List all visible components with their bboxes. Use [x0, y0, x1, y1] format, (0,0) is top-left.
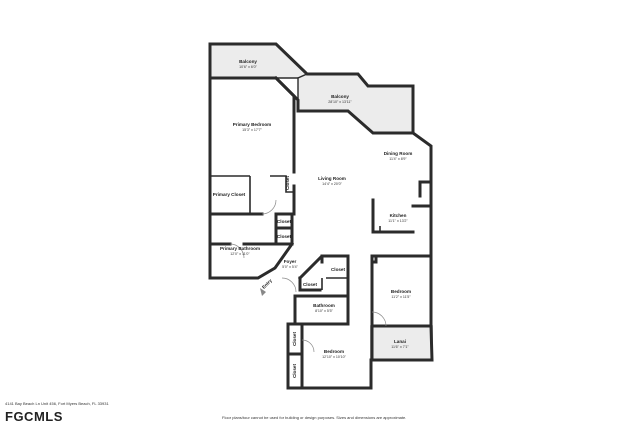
closet-label: Closet [331, 267, 346, 272]
foyer-name: Foyer [284, 259, 297, 264]
kitchen-walls [371, 180, 433, 234]
closet-label: Closet [285, 176, 290, 191]
center-walls [297, 254, 433, 328]
disclaimer-text: Floor plans/tour cannot be used for buil… [222, 415, 407, 420]
door-swing [371, 311, 387, 327]
door-swing [229, 243, 245, 259]
bedroom-bottom-name: Bedroom [324, 349, 344, 354]
balcony-top-name: Balcony [239, 59, 257, 64]
bedroom-bottom-dims: 12'10" x 10'10" [322, 355, 346, 359]
bathroom-walls [293, 294, 350, 326]
primary-closet-name: Primary Closet [213, 192, 246, 197]
entry-label: Entry [261, 278, 273, 290]
kitchen-dims: 11'1" x 13'2" [388, 219, 408, 223]
door-swing [281, 277, 297, 293]
right-bedroom-walls [370, 324, 433, 362]
closet-label: Closet [303, 282, 318, 287]
balcony-right-dims: 28'10" x 13'11" [328, 100, 352, 104]
brand-logo: FGCMLS [5, 409, 63, 424]
primary-closet-walls [210, 175, 294, 214]
dining-room-dims: 11'4" x 8'9" [389, 157, 407, 161]
dining-room-name: Dining Room [384, 151, 413, 156]
lanai-name: Lanai [394, 339, 406, 344]
primary-bathroom-dims: 12'0" x 11'0" [230, 252, 250, 256]
balcony-right-name: Balcony [331, 94, 349, 99]
lanai-dims: 11'6" x 7'1" [391, 345, 409, 349]
balcony-top-dims: 10'6" x 6'0" [239, 65, 257, 69]
primary-bedroom-wall [208, 75, 296, 216]
door-swing [261, 199, 277, 215]
address-text: 4141 Bay Beach Ln Unit 456, Fort Myers B… [5, 401, 109, 406]
balcony-right-area [297, 73, 414, 134]
entry-arrow-icon [260, 288, 266, 296]
closet-label: Closet [277, 234, 292, 239]
closet-walls [321, 277, 348, 290]
primary-bedroom-name: Primary Bedroom [233, 122, 272, 127]
bathroom-name: Bathroom [313, 303, 335, 308]
closet-label: Closet [277, 219, 292, 224]
bedroom-bottom-closets [286, 322, 304, 390]
bath-closets [274, 212, 294, 246]
door-swing [301, 339, 315, 353]
foyer-dims: 5'0" x 5'4" [282, 265, 298, 269]
closet-label: Closet [292, 332, 297, 347]
closet-label: Closet [292, 364, 297, 379]
bedroom-right-dims: 11'2" x 11'5" [391, 295, 411, 299]
primary-bedroom-dims: 15'3" x 17'7" [242, 128, 262, 132]
bathroom-dims: 8'10" x 5'5" [315, 309, 333, 313]
living-room-dims: 14'4" x 20'0" [322, 182, 342, 186]
kitchen-name: Kitchen [390, 213, 407, 218]
bedroom-right-name: Bedroom [391, 289, 411, 294]
primary-bathroom-name: Primary Bathroom [220, 246, 260, 251]
living-room-name: Living Room [318, 176, 346, 181]
